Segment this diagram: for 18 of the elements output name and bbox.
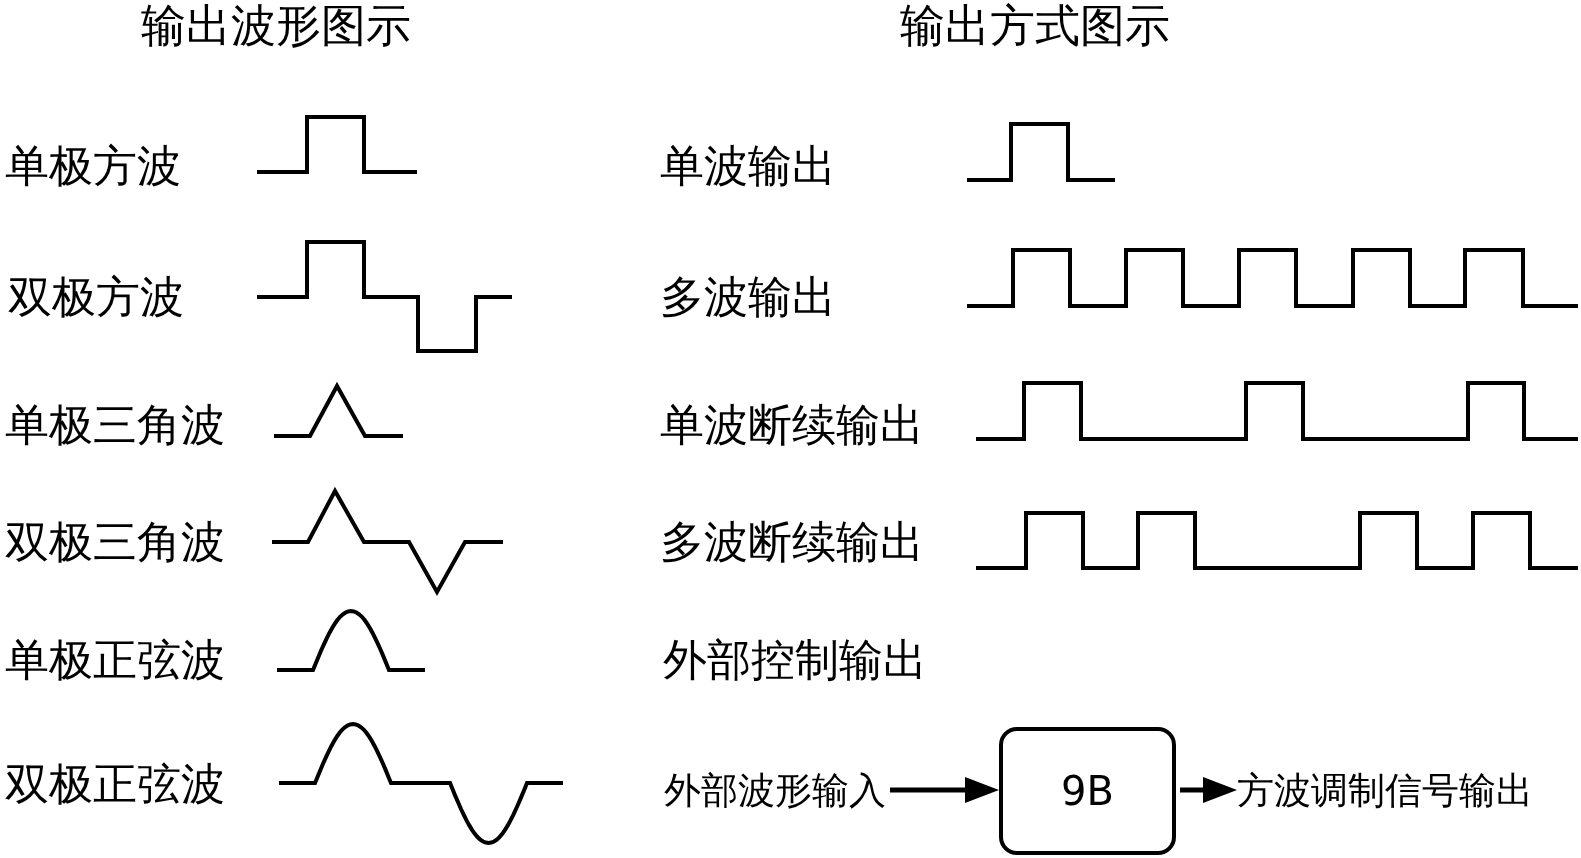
column-heading: 输出波形图示 bbox=[141, 2, 411, 48]
flow-label: 外部波形输入 bbox=[664, 771, 886, 809]
column-heading: 输出方式图示 bbox=[900, 2, 1170, 48]
output-mode-label: 单波输出 bbox=[660, 144, 836, 188]
output-mode-label: 多波输出 bbox=[660, 275, 836, 319]
waveform-label: 双极三角波 bbox=[5, 520, 225, 564]
waveform-label: 单极正弦波 bbox=[5, 638, 225, 682]
arrow bbox=[1180, 777, 1237, 803]
waveform-label: 双极正弦波 bbox=[5, 762, 225, 806]
process-box: 9B bbox=[999, 727, 1176, 855]
output-mode-label: 外部控制输出 bbox=[663, 638, 927, 682]
flow-label: 方波调制信号输出 bbox=[1237, 771, 1533, 809]
waveform-label: 单极方波 bbox=[5, 144, 181, 188]
arrow bbox=[890, 777, 999, 803]
waveform-label: 双极方波 bbox=[8, 275, 184, 319]
output-mode-label: 多波断续输出 bbox=[660, 520, 924, 564]
output-mode-label: 单波断续输出 bbox=[660, 403, 924, 447]
waveform-label: 单极三角波 bbox=[5, 403, 225, 447]
